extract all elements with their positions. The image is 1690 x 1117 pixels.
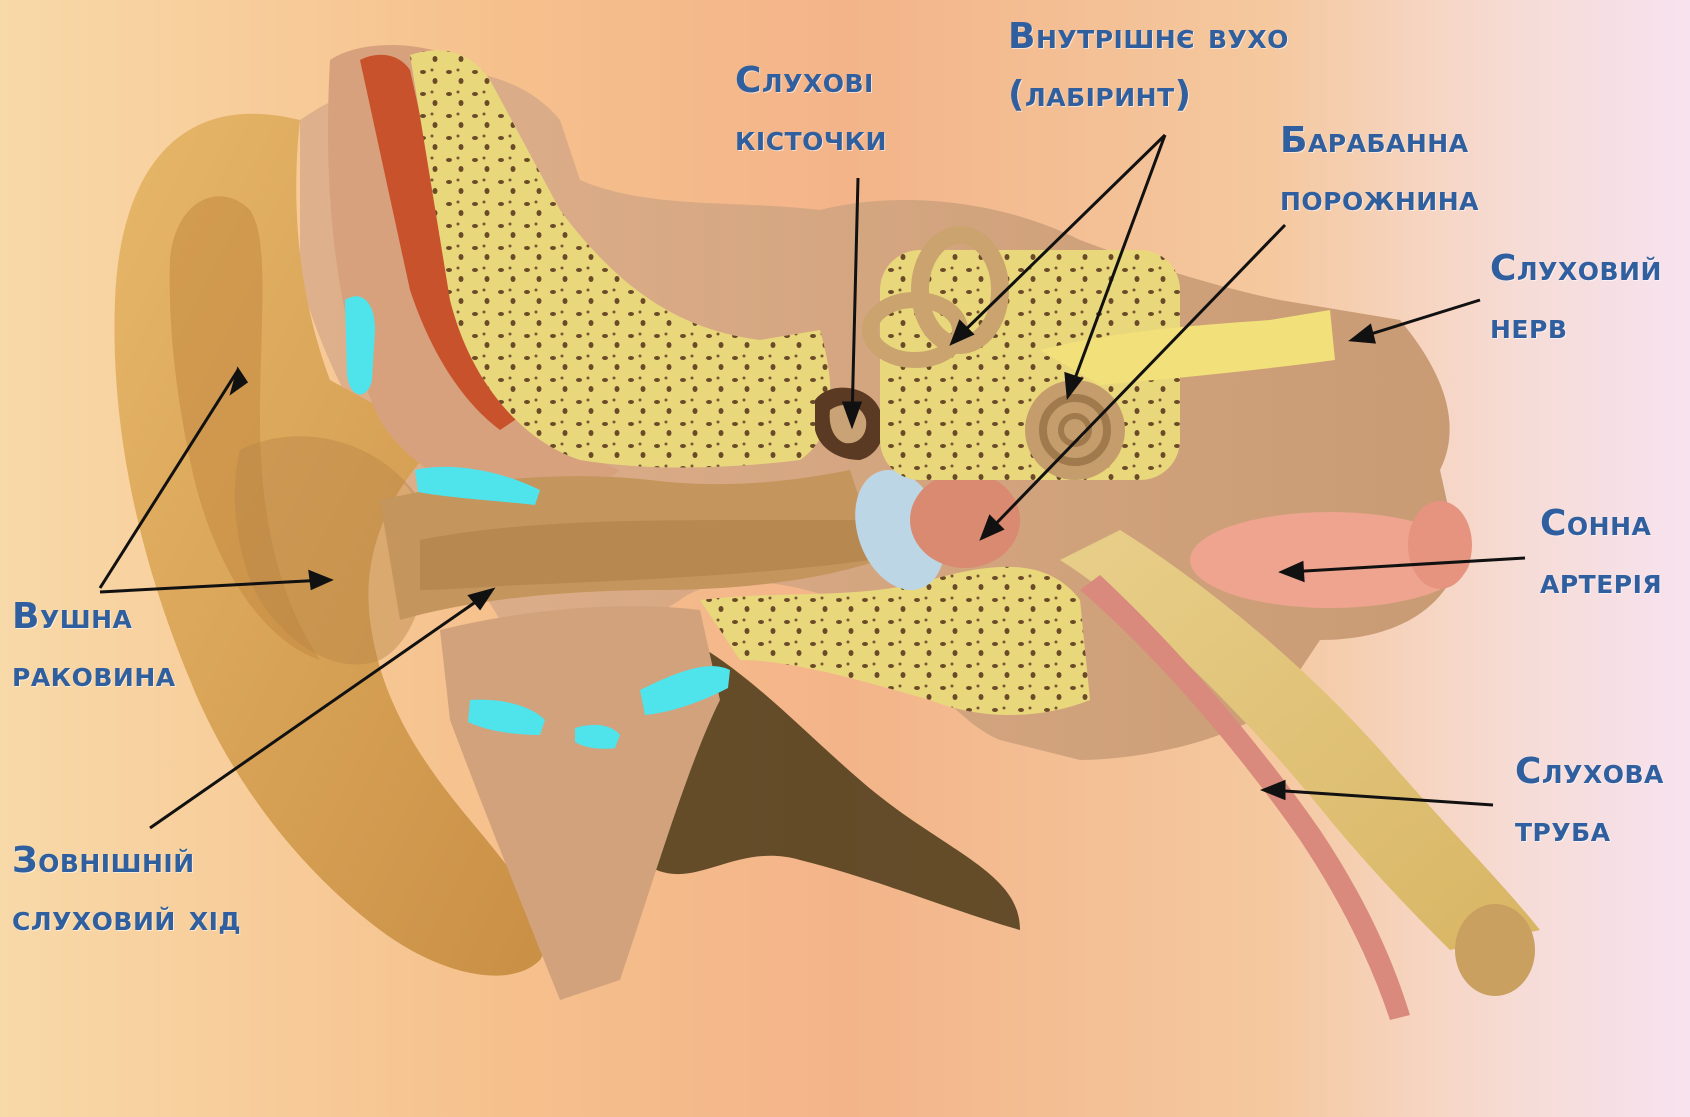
label-external-canal-line2: слуховий хід [12,890,241,948]
label-auditory-tube: Слухова труба [1515,743,1664,859]
label-auditory-tube-line1: Слухова [1515,743,1664,801]
label-ossicles-line1: Слухові [735,52,887,110]
label-external-canal: Зовнішній слуховий хід [12,832,241,948]
label-inner-ear-line2: (лабіринт) [1008,66,1289,124]
label-auricle: Вушна раковина [12,588,176,704]
label-auditory-nerve-line1: Слуховий [1490,240,1662,298]
tube-opening [1455,904,1535,996]
label-auditory-nerve: Слуховий нерв [1490,240,1662,356]
label-external-canal-line1: Зовнішній [12,832,241,890]
label-auditory-tube-line2: труба [1515,801,1664,859]
label-tympanic-cavity-line2: порожнина [1280,170,1479,228]
cartilage-patch [345,296,375,394]
tympanic-cavity [910,472,1020,568]
label-auditory-nerve-line2: нерв [1490,298,1662,356]
label-inner-ear-line1: Внутрішнє вухо [1008,8,1289,66]
label-tympanic-cavity: Барабанна порожнина [1280,112,1479,228]
label-ossicles-line2: кісточки [735,110,887,168]
label-auricle-line2: раковина [12,646,176,704]
label-ossicles: Слухові кісточки [735,52,887,168]
label-auricle-line1: Вушна [12,588,176,646]
label-inner-ear: Внутрішнє вухо (лабіринт) [1008,8,1289,124]
carotid-artery-end [1408,501,1472,589]
label-carotid-artery-line2: артерія [1540,553,1662,611]
label-tympanic-cavity-line1: Барабанна [1280,112,1479,170]
label-carotid-artery-line1: Сонна [1540,495,1662,553]
label-carotid-artery: Сонна артерія [1540,495,1662,611]
